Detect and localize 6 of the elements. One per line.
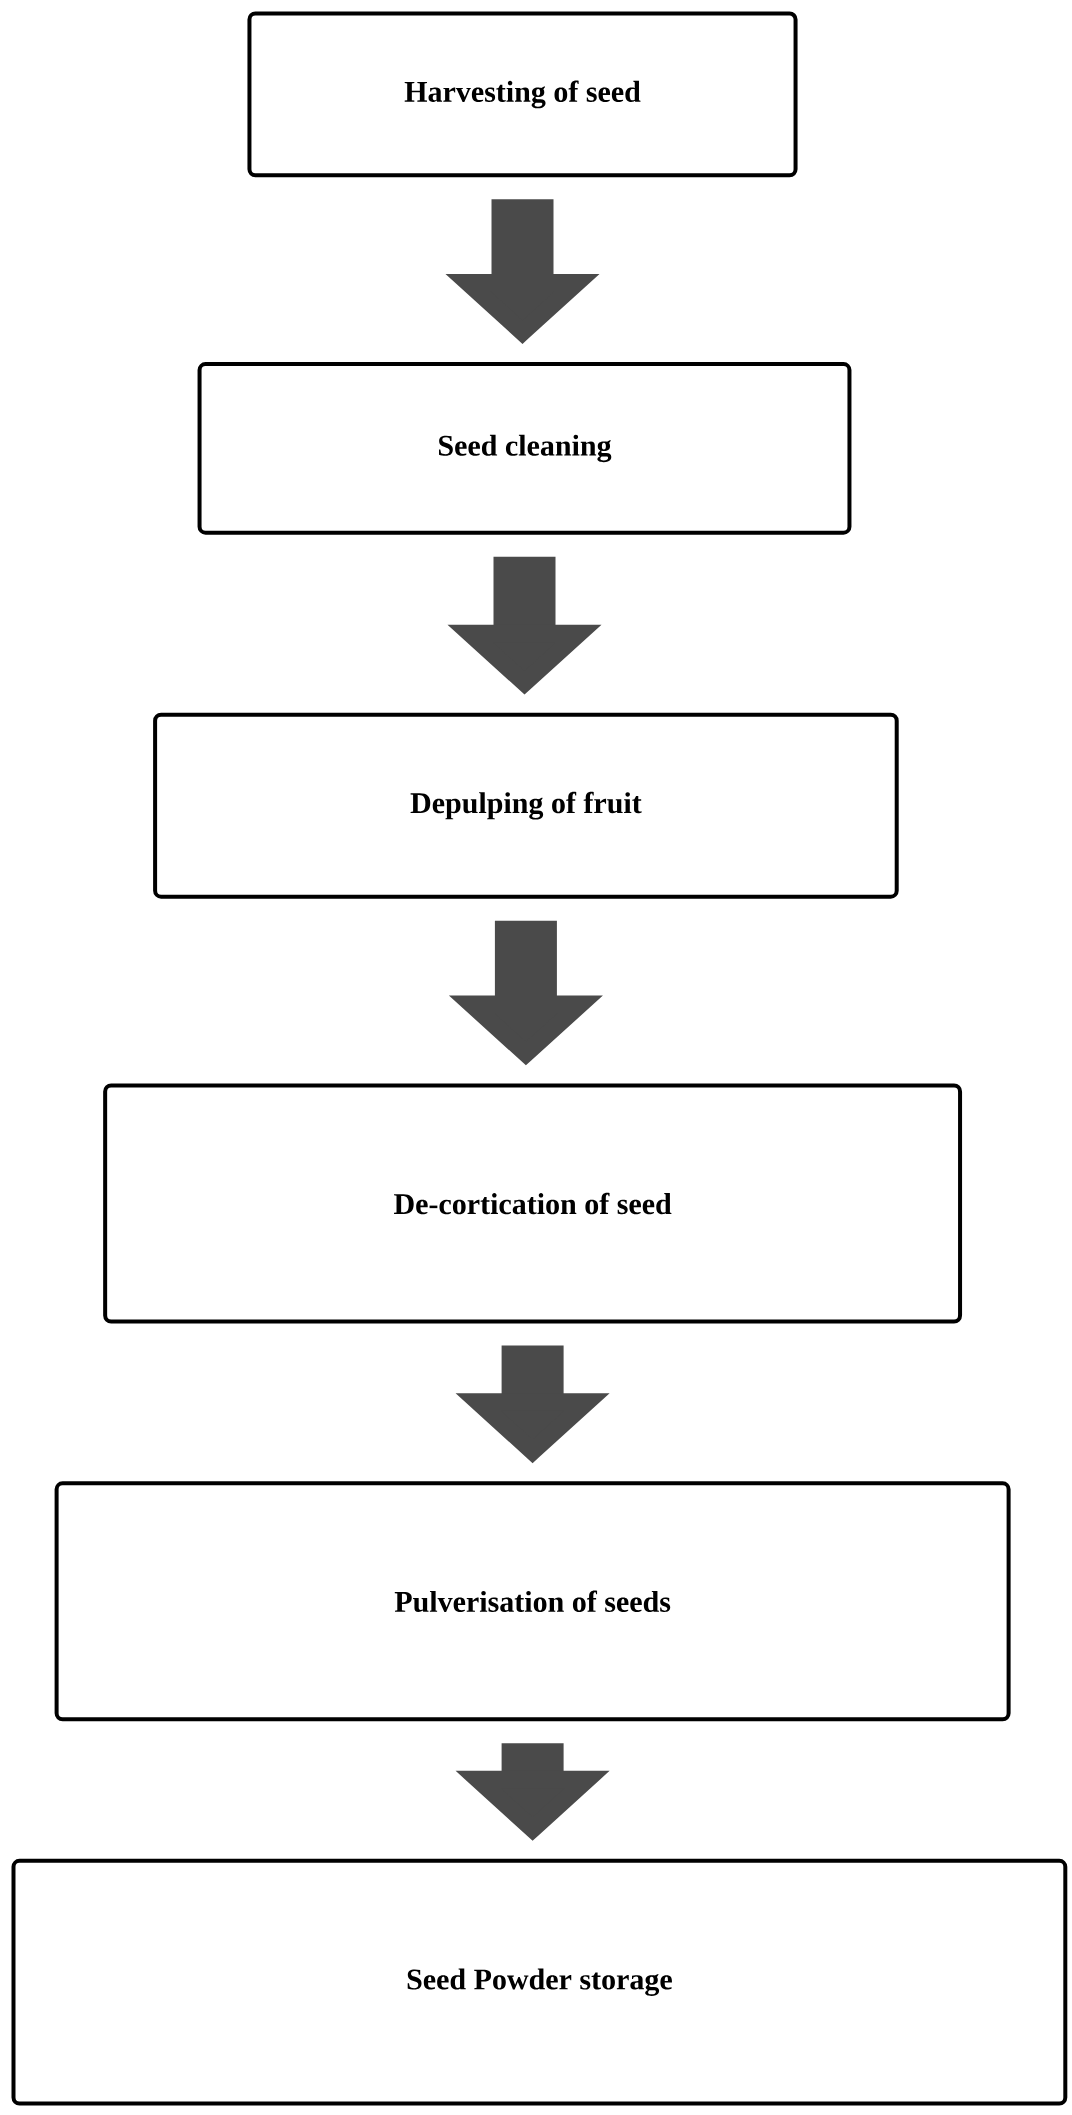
process-box: De-cortication of seed (103, 1083, 963, 1324)
process-box: Harvesting of seed (247, 11, 798, 178)
process-box: Pulverisation of seeds (54, 1481, 1011, 1722)
process-box: Seed cleaning (197, 362, 852, 535)
process-box: Depulping of fruit (153, 712, 899, 899)
process-box: Seed Powder storage (11, 1858, 1068, 2106)
